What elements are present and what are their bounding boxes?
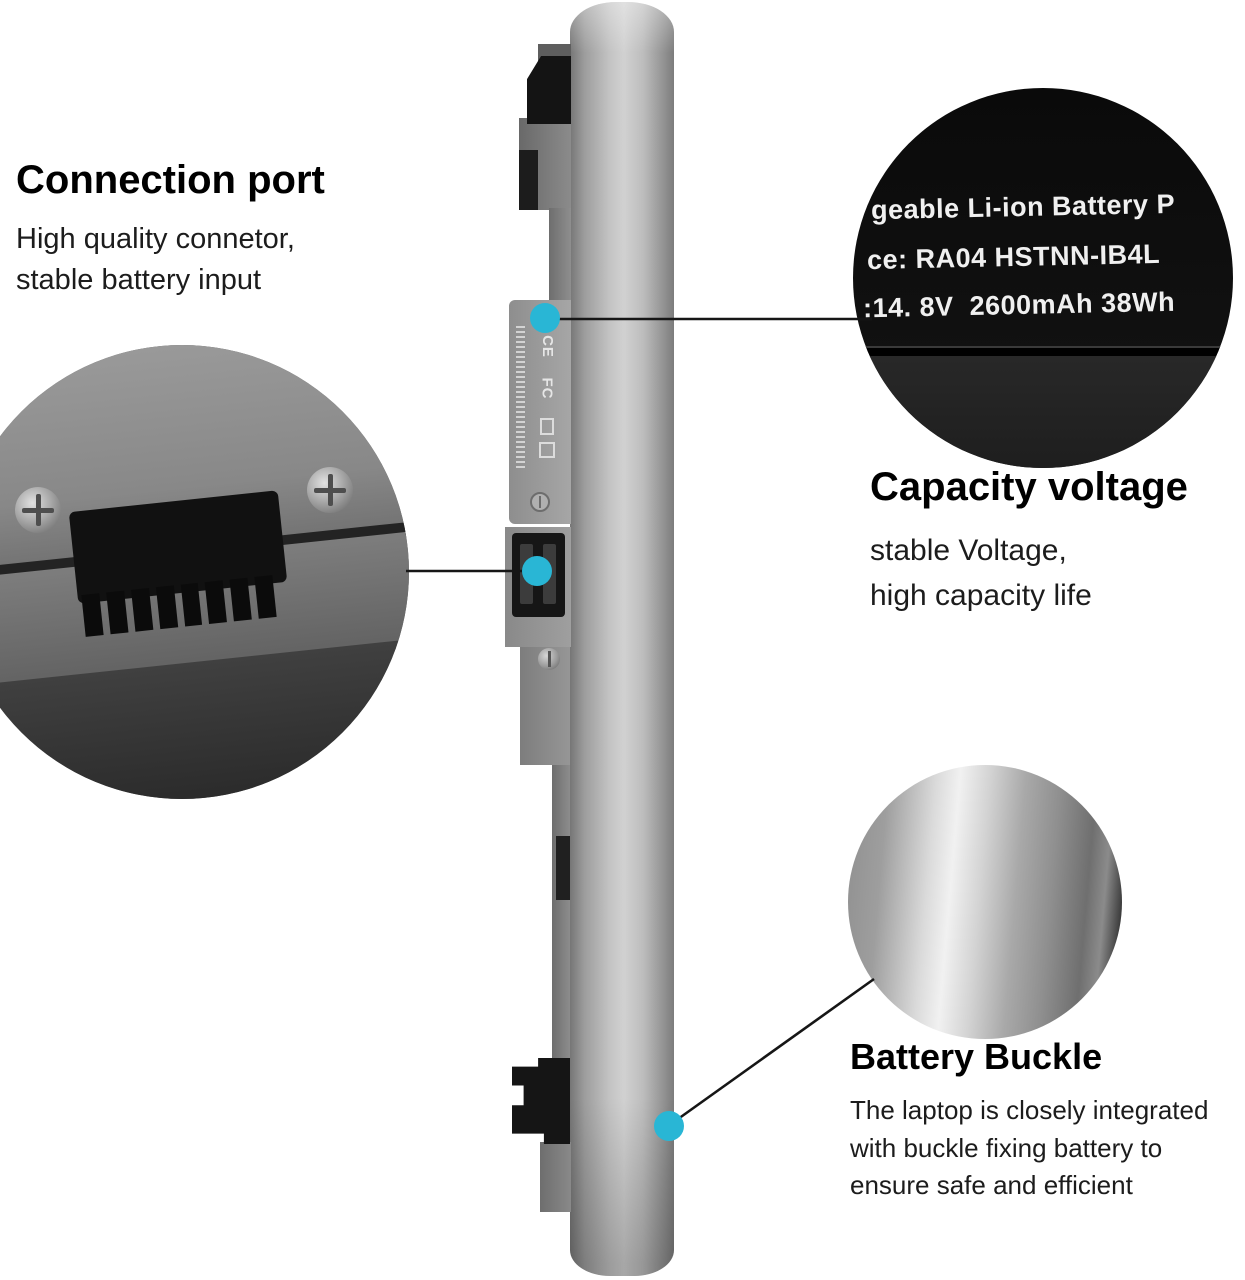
capacity-voltage-annotation: Capacity voltage stable Voltage, high ca… bbox=[870, 465, 1240, 618]
ce-mark-icon: CE bbox=[538, 335, 556, 358]
battery-rail-bottom bbox=[540, 1142, 571, 1212]
label-square-icon bbox=[539, 442, 555, 458]
callout-dot-connector bbox=[522, 556, 552, 586]
screw-icon bbox=[15, 487, 61, 533]
annotation-title: Battery Buckle bbox=[850, 1036, 1103, 1077]
battery-connector-plate bbox=[505, 527, 571, 647]
label-text-line: ce: RA04 HSTNN-IB4L bbox=[866, 238, 1161, 276]
annotation-title: Capacity voltage bbox=[870, 465, 1188, 509]
label-text-line: geable Li-ion Battery P bbox=[870, 188, 1176, 226]
battery-buckle-annotation: Battery Buckle The laptop is closely int… bbox=[850, 1036, 1245, 1205]
weee-bin-icon bbox=[540, 418, 554, 435]
screw-icon bbox=[307, 467, 353, 513]
battery-body bbox=[570, 2, 674, 1276]
annotation-line: stable battery input bbox=[16, 264, 262, 297]
battery-rail-tab bbox=[556, 836, 570, 900]
battery-bottom-latch bbox=[512, 1058, 570, 1144]
battery-rail-upper bbox=[549, 208, 571, 304]
leader-line-buckle bbox=[677, 977, 875, 1121]
annotation-line: The laptop is closely integrated bbox=[850, 1095, 1209, 1125]
connection-port-annotation: Connection port High quality connetor, s… bbox=[16, 158, 446, 301]
annotation-line: high capacity life bbox=[870, 579, 1092, 612]
label-circle-icon bbox=[530, 492, 550, 512]
battery-top-latch-hook bbox=[519, 150, 538, 210]
battery-label-plate: CE FC bbox=[509, 300, 571, 524]
label-closeup-circle: geable Li-ion Battery P ce: RA04 HSTNN-I… bbox=[853, 88, 1233, 468]
callout-dot-buckle bbox=[654, 1111, 684, 1141]
label-lower-panel bbox=[853, 356, 1233, 468]
annotation-line: with buckle fixing battery to bbox=[850, 1132, 1163, 1163]
annotation-line: stable Voltage, bbox=[870, 534, 1067, 567]
connector-closeup-circle bbox=[0, 345, 409, 799]
buckle-closeup-circle bbox=[848, 765, 1122, 1039]
label-text-line: :14. 8V 2600mAh 38Wh bbox=[862, 286, 1176, 324]
battery-top-latch bbox=[527, 56, 571, 124]
battery-rail-mid bbox=[552, 765, 570, 1059]
callout-dot-label bbox=[530, 303, 560, 333]
annotation-line: High quality connetor, bbox=[16, 223, 295, 255]
label-groove bbox=[853, 346, 1233, 358]
annotation-line: ensure safe and efficient bbox=[850, 1170, 1133, 1201]
label-fine-print bbox=[516, 326, 525, 468]
screw-icon bbox=[538, 648, 560, 670]
annotation-title: Connection port bbox=[16, 158, 325, 202]
fcc-mark-icon: FC bbox=[538, 377, 556, 400]
